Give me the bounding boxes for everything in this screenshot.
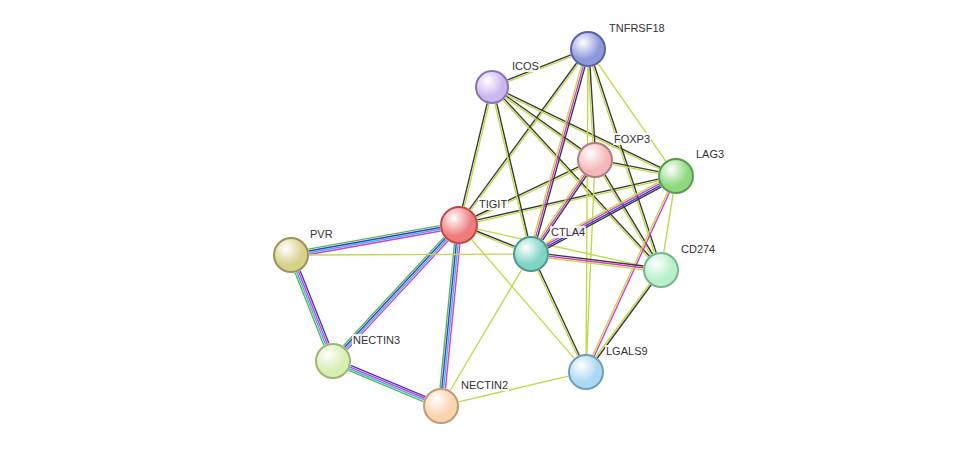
- protein-label: TIGIT: [478, 198, 508, 210]
- evidence-line: [549, 258, 643, 270]
- protein-label: FOXP3: [613, 133, 651, 145]
- interaction-edge: [588, 67, 595, 142]
- evidence-line: [503, 100, 648, 257]
- evidence-line: [538, 271, 578, 356]
- protein-node: CTLA4: [513, 236, 549, 272]
- evidence-line: [539, 270, 579, 355]
- evidence-line: [546, 182, 659, 243]
- evidence-line: [597, 285, 651, 358]
- evidence-line: [350, 367, 425, 398]
- interaction-edge: [507, 55, 571, 82]
- evidence-line: [587, 178, 594, 354]
- evidence-line: [295, 273, 324, 346]
- evidence-line: [605, 175, 652, 254]
- interaction-edge: [540, 174, 587, 240]
- evidence-line: [507, 55, 570, 80]
- evidence-line: [459, 376, 569, 402]
- interaction-edge: [459, 376, 569, 402]
- protein-label: LGALS9: [605, 345, 649, 357]
- evidence-line: [349, 369, 424, 400]
- evidence-line: [495, 104, 526, 237]
- interaction-edge: [349, 365, 426, 401]
- evidence-line: [547, 185, 660, 246]
- evidence-line: [300, 271, 329, 344]
- interaction-edge: [586, 67, 588, 354]
- evidence-line: [613, 163, 659, 172]
- interaction-edge: [495, 103, 528, 236]
- evidence-line: [297, 272, 326, 345]
- evidence-line: [349, 370, 424, 401]
- protein-label: NECTIN2: [460, 379, 509, 391]
- protein-node: TIGIT: [440, 206, 478, 244]
- protein-node: LGALS9: [568, 354, 604, 390]
- evidence-line: [476, 233, 514, 248]
- protein-label: CD274: [680, 243, 716, 255]
- interaction-edge: [612, 163, 658, 174]
- evidence-line: [309, 227, 441, 250]
- evidence-line: [450, 269, 522, 390]
- evidence-line: [504, 99, 649, 256]
- protein-label: NECTIN3: [352, 334, 401, 346]
- evidence-line: [588, 67, 593, 142]
- evidence-line: [497, 103, 528, 236]
- interaction-edge: [538, 270, 579, 356]
- protein-label: CTLA4: [550, 226, 586, 238]
- evidence-line: [347, 241, 448, 350]
- evidence-line: [351, 365, 426, 396]
- interaction-edge: [450, 269, 522, 390]
- protein-node: FOXP3: [577, 142, 613, 178]
- evidence-line: [309, 253, 513, 255]
- protein-node: PVR: [273, 237, 309, 273]
- protein-node: NECTIN2: [423, 388, 459, 424]
- interaction-edge: [603, 175, 652, 255]
- evidence-line: [549, 256, 643, 268]
- interaction-edge: [295, 271, 329, 346]
- evidence-line: [444, 244, 458, 388]
- protein-node: CD274: [643, 252, 679, 288]
- protein-node: LAG3: [658, 158, 694, 194]
- protein-label: PVR: [309, 228, 334, 240]
- evidence-line: [442, 244, 456, 388]
- protein-label: LAG3: [695, 148, 725, 160]
- evidence-line: [586, 67, 588, 354]
- evidence-line: [440, 244, 454, 388]
- interaction-edge: [596, 284, 651, 358]
- protein-node: ICOS: [475, 70, 509, 104]
- evidence-line: [308, 226, 440, 249]
- protein-label: TNFRSF18: [608, 22, 666, 34]
- interaction-edge: [309, 254, 513, 256]
- evidence-line: [596, 284, 650, 357]
- evidence-line: [298, 271, 327, 344]
- interaction-edge: [440, 244, 460, 389]
- evidence-line: [346, 240, 447, 349]
- protein-label: ICOS: [511, 60, 540, 72]
- evidence-line: [612, 164, 658, 173]
- evidence-line: [543, 176, 587, 240]
- protein-node: TNFRSF18: [570, 31, 606, 67]
- interaction-edge: [549, 254, 644, 269]
- interaction-edge: [546, 182, 662, 248]
- interaction-edge: [308, 226, 441, 255]
- protein-node: NECTIN3: [315, 343, 351, 379]
- evidence-line: [548, 187, 661, 248]
- interaction-edge: [503, 99, 650, 258]
- evidence-line: [343, 237, 444, 346]
- interaction-edge: [587, 178, 594, 354]
- evidence-line: [546, 184, 659, 245]
- evidence-line: [508, 56, 571, 81]
